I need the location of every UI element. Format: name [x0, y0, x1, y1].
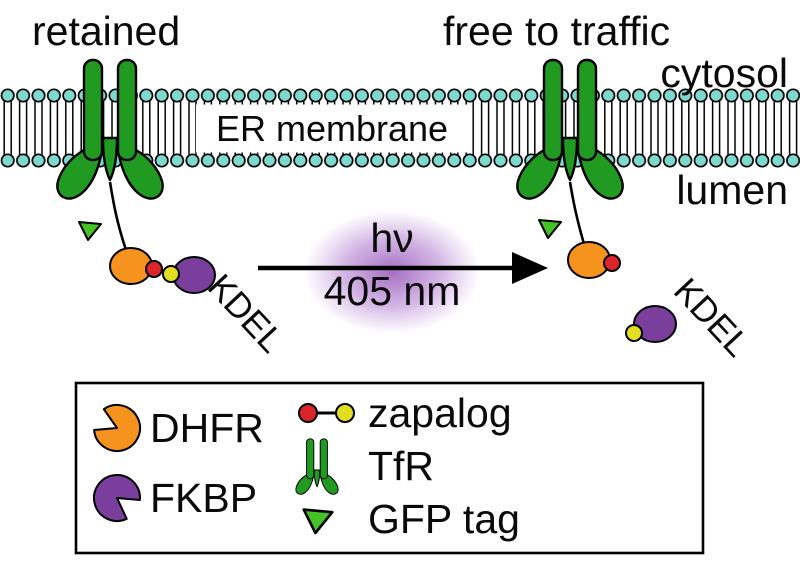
- reaction-arrow-head: [512, 252, 548, 284]
- retained-label: retained: [32, 8, 180, 54]
- gfp-tag-left: [78, 221, 102, 241]
- zapalog-icon-red: [298, 403, 318, 423]
- er-membrane-label: ER membrane: [216, 108, 448, 149]
- legend-label-tfr: TfR: [368, 443, 434, 489]
- wavelength-label: 405 nm: [324, 268, 461, 314]
- zapalog-red-left: [145, 260, 163, 278]
- membrane-label-backdrop: [196, 104, 468, 153]
- free-to-traffic-label: free to traffic: [443, 8, 670, 54]
- zapalog-icon-yellow: [335, 403, 355, 423]
- lumen-label: lumen: [676, 167, 788, 213]
- photoactivation: hν 405 nm: [258, 210, 548, 334]
- zapalog-red-right: [603, 254, 621, 272]
- legend-box: [74, 381, 705, 555]
- legend-label-dhfr: DHFR: [150, 405, 264, 451]
- legend-label-zapalog: zapalog: [368, 390, 512, 436]
- light-glow: [304, 210, 480, 334]
- legend: DHFR FKBP zapalog TfR GFP tag: [74, 381, 705, 555]
- light-label: hν: [370, 215, 413, 261]
- zapalog-yellow-right: [625, 324, 643, 342]
- gfp-tag-right: [538, 219, 562, 239]
- legend-label-fkbp: FKBP: [150, 475, 257, 521]
- receptor-tail-left: [108, 181, 128, 251]
- kdel-left-label: KDEL: [200, 267, 291, 360]
- legend-label-gfp: GFP tag: [368, 496, 520, 542]
- kdel-right-label: KDEL: [666, 271, 757, 364]
- cytosol-label: cytosol: [660, 50, 788, 96]
- receptor-tail-right: [568, 181, 586, 245]
- zapalog-yellow-left: [162, 265, 180, 283]
